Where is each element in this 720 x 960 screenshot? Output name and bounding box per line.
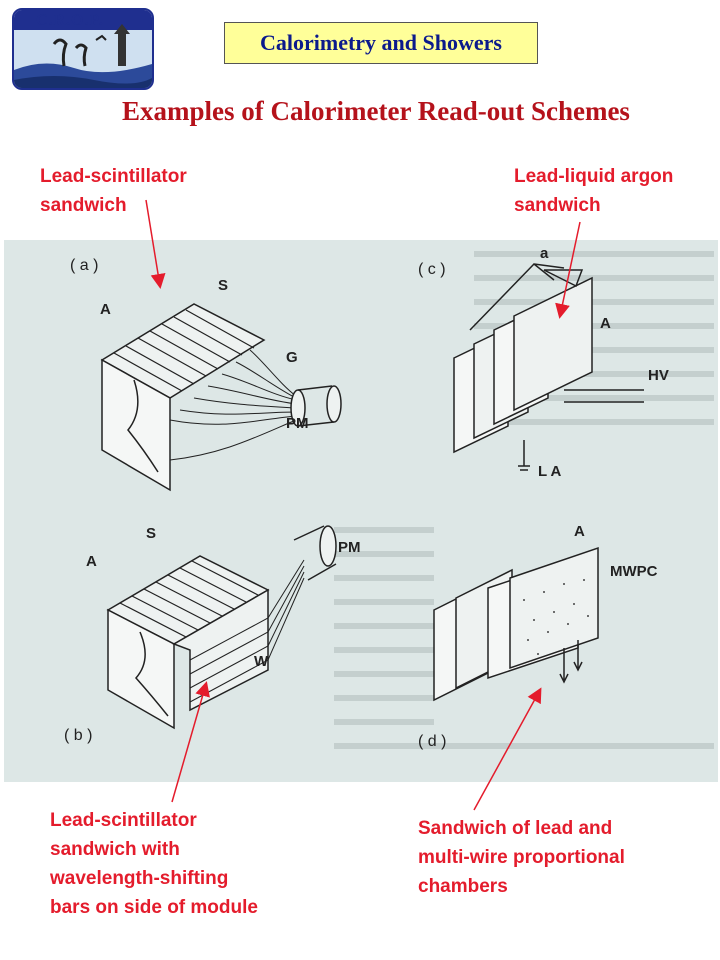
panel-a-g-label: G bbox=[286, 349, 298, 366]
panel-c-a-label: A bbox=[600, 315, 611, 332]
crop-logo: C.R.O.P. bbox=[12, 8, 154, 90]
panel-c-tag: ( c ) bbox=[418, 261, 446, 278]
panel-a-a-label: A bbox=[100, 301, 111, 318]
panel-b-tag: ( b ) bbox=[64, 727, 92, 744]
label-wavelength-shifting: Lead-scintillator sandwich with waveleng… bbox=[50, 810, 258, 918]
panel-d-mwpc-label: MWPC bbox=[610, 563, 658, 580]
logo-text: C.R.O.P. bbox=[36, 12, 104, 29]
panel-a-drawing bbox=[100, 303, 342, 492]
logo-artwork bbox=[14, 10, 152, 88]
panel-a-s-label: S bbox=[218, 277, 228, 294]
panel-d-tag: ( d ) bbox=[418, 733, 446, 750]
panel-b-s-label: S bbox=[146, 525, 156, 542]
panel-c-drawing bbox=[453, 262, 644, 471]
panel-b-w-label: W bbox=[254, 653, 269, 670]
panel-c-a-small-label: a bbox=[540, 245, 549, 262]
panel-d-drawing bbox=[433, 546, 599, 702]
section-header: Calorimetry and Showers bbox=[224, 22, 538, 64]
calorimeter-figure: ( a ) S A G PM ( b ) S A W bbox=[4, 240, 718, 782]
calorimeter-drawings: ( a ) S A G PM ( b ) S A W bbox=[64, 245, 714, 750]
panel-a-pm-label: PM bbox=[286, 415, 309, 432]
background-text-lines bbox=[334, 251, 714, 749]
label-lead-liquid-argon: Lead-liquid argon sandwich bbox=[514, 166, 674, 216]
panel-d-a-label: A bbox=[574, 523, 585, 540]
label-mwpc-sandwich: Sandwich of lead and multi-wire proporti… bbox=[418, 818, 625, 897]
slide-title: Examples of Calorimeter Read-out Schemes bbox=[122, 96, 630, 126]
panel-b-a-label: A bbox=[86, 553, 97, 570]
panel-a-tag: ( a ) bbox=[70, 257, 98, 274]
label-lead-scintillator: Lead-scintillator sandwich bbox=[40, 166, 187, 216]
panel-c-la-label: L A bbox=[538, 463, 562, 480]
panel-b-drawing bbox=[106, 525, 337, 730]
panel-b-pm-label: PM bbox=[338, 539, 361, 556]
panel-c-hv-label: HV bbox=[648, 367, 669, 384]
